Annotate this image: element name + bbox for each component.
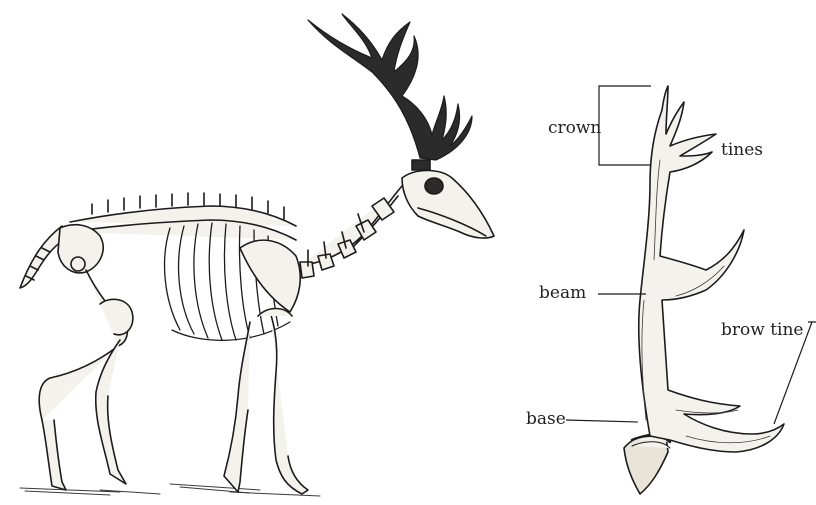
base-label: base [526,411,566,428]
beam-label: beam [539,285,586,302]
crown-bracket [599,86,651,165]
brow-tine-label: brow tine [721,322,803,339]
tines-label: tines [721,142,763,159]
label-leader-lines [566,86,816,424]
base-leader [566,420,638,422]
crown-label: crown [548,120,601,137]
